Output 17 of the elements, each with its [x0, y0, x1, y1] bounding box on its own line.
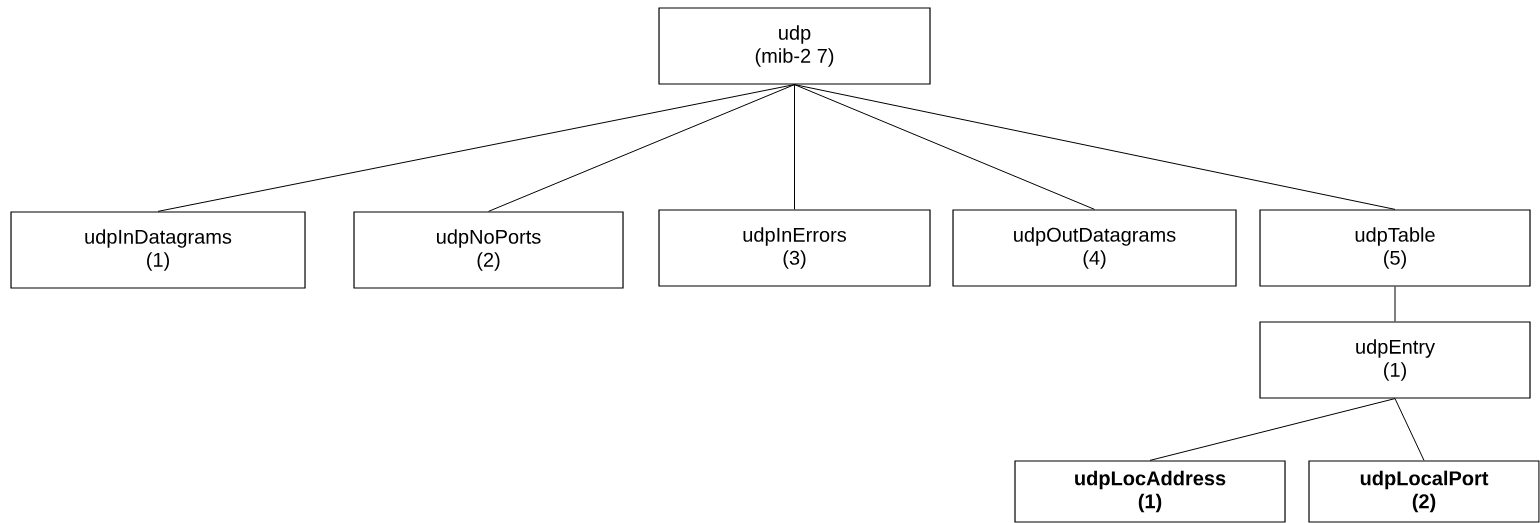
- tree-node-box: udpOutDatagrams (4): [952, 209, 1237, 287]
- tree-node-box: udpEntry (1): [1259, 321, 1531, 399]
- connector-line: [794, 84, 795, 210]
- tree-node-box: udp (mib-2 7): [658, 7, 931, 85]
- tree-node-box: udpTable (5): [1259, 209, 1531, 287]
- connector-line: [157, 84, 795, 212]
- tree-node-box: udpLocAddress (1): [1014, 460, 1286, 523]
- tree-node-box: udpInDatagrams (1): [10, 211, 306, 289]
- tree-node-box: udpNoPorts (2): [353, 211, 624, 289]
- connector-line: [1149, 398, 1396, 461]
- tree-node-box: udpInErrors (3): [658, 209, 931, 287]
- connector-line: [794, 84, 1095, 210]
- connector-line: [1394, 398, 1425, 461]
- connector-line: [794, 84, 1396, 210]
- tree-node-box: udpLocalPort (2): [1308, 460, 1540, 523]
- connector-line: [1394, 286, 1396, 322]
- connector-line: [488, 84, 795, 212]
